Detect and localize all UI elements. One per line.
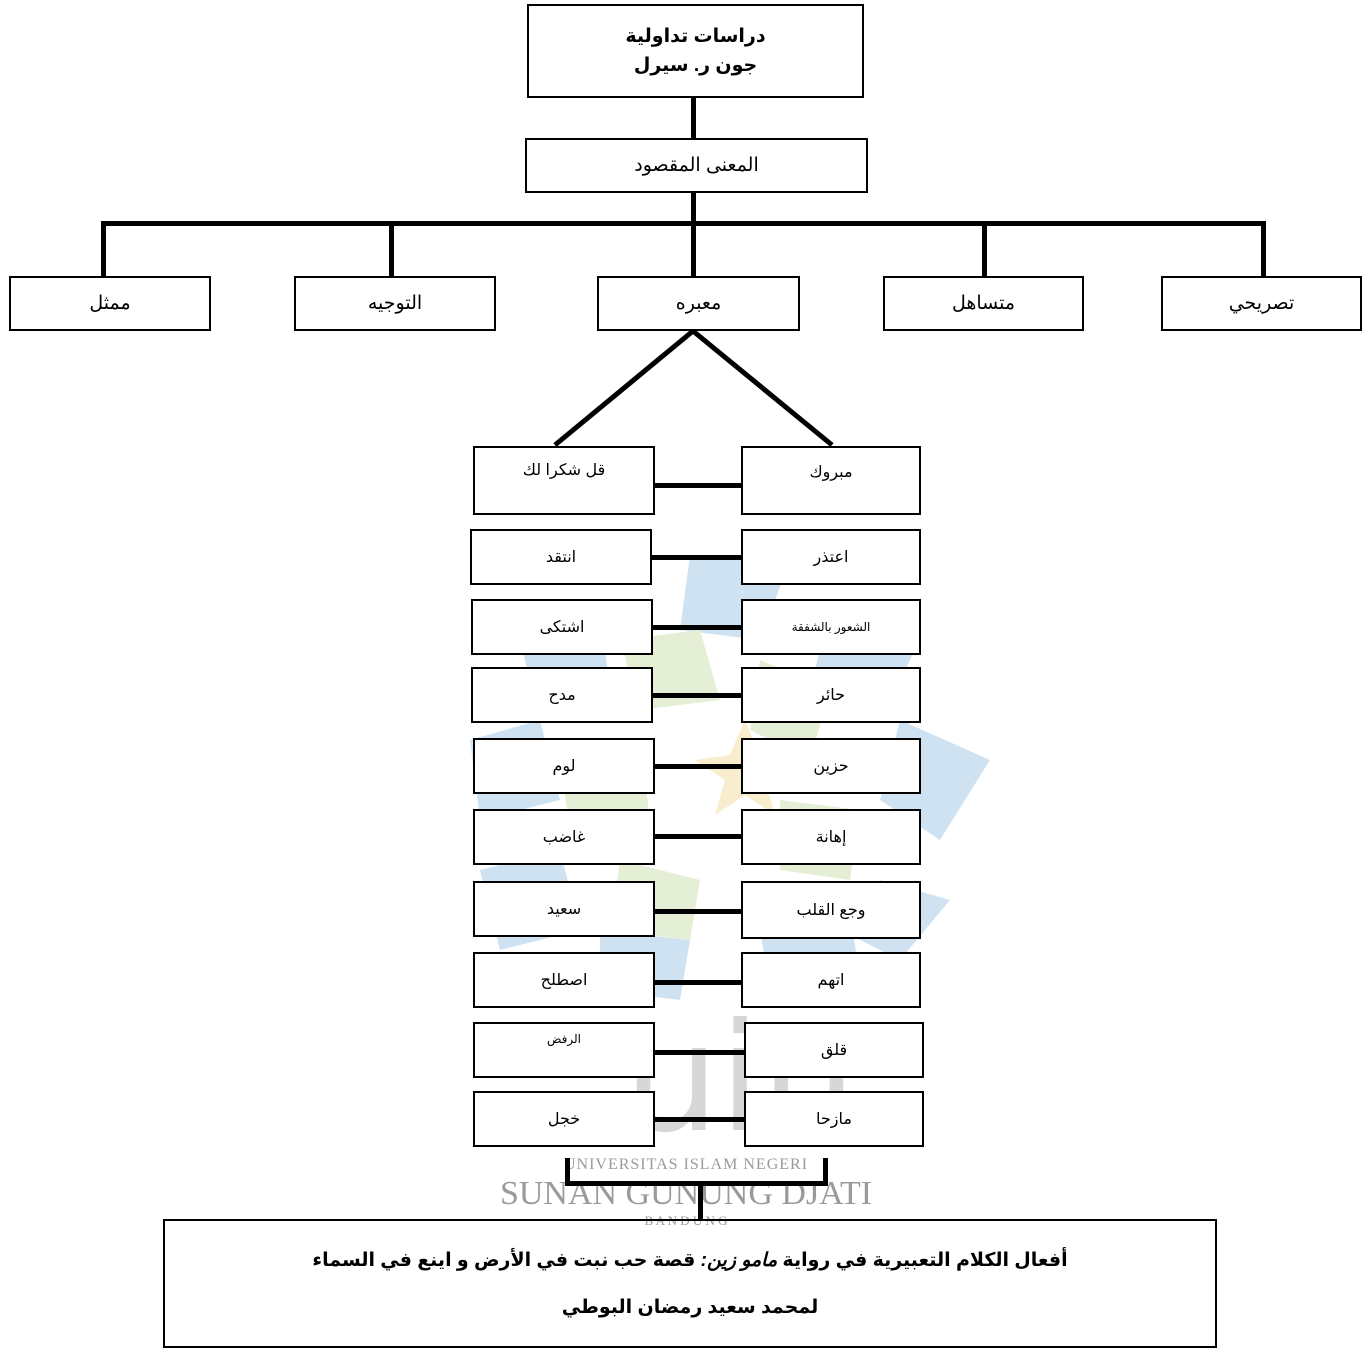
item-label: الرفض xyxy=(546,1032,582,1046)
thesis-title-after: قصة حب نبت في الأرض و اينع في السماء xyxy=(312,1249,701,1271)
root-author: جون ر. سيرل xyxy=(633,55,758,76)
expressive-item-right: مازحا xyxy=(744,1091,924,1147)
item-label: انتقد xyxy=(545,549,577,566)
expressive-item-right: إهانة xyxy=(741,809,921,865)
connector-drop-tasrihi xyxy=(1261,221,1266,276)
connector-drop-mumaththil xyxy=(101,221,106,276)
connector-drop-mutasahil xyxy=(982,221,987,276)
expressive-item-right: قلق xyxy=(744,1022,924,1078)
expressive-item-left: اصطلح xyxy=(473,952,655,1008)
bottom-title-box: أفعال الكلام التعبيرية في رواية مامو زين… xyxy=(163,1219,1217,1348)
expressive-item-right: وجع القلب xyxy=(741,881,921,939)
pair-connector xyxy=(652,909,744,914)
bracket-horizontal xyxy=(565,1181,828,1186)
category-label: تصريحي xyxy=(1228,293,1295,314)
item-label: حائر xyxy=(816,687,846,704)
expressive-item-right: اعتذر xyxy=(741,529,921,585)
expressive-item-left: سعيد xyxy=(473,881,655,937)
item-label: الشعور بالشفقة xyxy=(791,620,871,634)
item-label: اصطلح xyxy=(540,972,588,989)
connector-meaning-bus xyxy=(691,192,696,224)
item-label: وجع القلب xyxy=(796,902,866,919)
connector-drop-muabbir xyxy=(691,221,696,276)
category-mumaththil: ممثل xyxy=(9,276,211,331)
item-label: لوم xyxy=(552,758,576,775)
bracket-left-vertical xyxy=(565,1158,570,1186)
pair-connector xyxy=(652,555,744,560)
item-label: اعتذر xyxy=(813,549,849,566)
meaning-label: المعنى المقصود xyxy=(634,155,759,176)
pair-connector xyxy=(652,980,744,985)
novel-title: مامو زين: xyxy=(700,1249,778,1271)
item-label: إهانة xyxy=(815,829,847,846)
category-label: متساهل xyxy=(951,293,1016,314)
expressive-item-right: مبروك xyxy=(741,446,921,515)
item-label: غاضب xyxy=(542,829,586,846)
item-label: اتهم xyxy=(817,972,845,989)
expressive-item-right: اتهم xyxy=(741,952,921,1008)
watermark-university-label: UNIVERSITAS ISLAM NEGERI xyxy=(563,1156,809,1173)
expressive-item-left: لوم xyxy=(473,738,655,794)
category-tasrihi: تصريحي xyxy=(1161,276,1362,331)
category-label: معبره xyxy=(675,293,722,314)
bracket-stem xyxy=(698,1181,703,1219)
category-mutasahil: متساهل xyxy=(883,276,1084,331)
category-tawjih: التوجيه xyxy=(294,276,496,331)
expressive-item-left: خجل xyxy=(473,1091,655,1147)
root-box: دراسات تداولية جون ر. سيرل xyxy=(527,4,864,98)
connector-horizontal-bus xyxy=(101,221,1266,226)
branch-left-line xyxy=(553,329,695,447)
root-title: دراسات تداولية xyxy=(625,26,766,47)
expressive-item-right: حزين xyxy=(741,738,921,794)
category-label: ممثل xyxy=(89,293,131,314)
expressive-item-left: الرفض xyxy=(473,1022,655,1078)
item-label: قل شكرا لك xyxy=(522,462,606,479)
category-label: التوجيه xyxy=(367,293,423,314)
thesis-author-line: لمحمد سعيد رمضان البوطي xyxy=(561,1296,819,1318)
item-label: اشتكى xyxy=(539,619,585,636)
item-label: مدح xyxy=(548,687,576,704)
expressive-item-left: انتقد xyxy=(470,529,652,585)
bracket-right-vertical xyxy=(823,1158,828,1186)
item-label: خجل xyxy=(547,1111,581,1128)
branch-right-line xyxy=(691,329,834,447)
item-label: سعيد xyxy=(546,901,582,918)
expressive-item-left: مدح xyxy=(471,667,653,723)
pair-connector xyxy=(652,625,744,630)
pair-connector xyxy=(652,834,744,839)
expressive-item-left: قل شكرا لك xyxy=(473,446,655,515)
expressive-item-left: اشتكى xyxy=(471,599,653,655)
item-label: قلق xyxy=(820,1042,848,1059)
meaning-box: المعنى المقصود xyxy=(525,138,868,193)
pair-connector xyxy=(652,483,744,488)
thesis-title-line: أفعال الكلام التعبيرية في رواية مامو زين… xyxy=(312,1249,1067,1272)
thesis-title-before: أفعال الكلام التعبيرية في رواية xyxy=(777,1249,1068,1271)
item-label: حزين xyxy=(813,758,849,775)
pair-connector xyxy=(652,764,744,769)
expressive-item-left: غاضب xyxy=(473,809,655,865)
pair-connector xyxy=(652,1050,744,1055)
pair-connector xyxy=(652,693,744,698)
item-label: مازحا xyxy=(816,1111,852,1128)
expressive-item-right: الشعور بالشفقة xyxy=(741,599,921,655)
connector-drop-tawjih xyxy=(389,221,394,276)
expressive-item-right: حائر xyxy=(741,667,921,723)
category-muabbir: معبره xyxy=(597,276,800,331)
connector-root-meaning xyxy=(691,98,696,138)
pair-connector xyxy=(652,1117,744,1122)
item-label: مبروك xyxy=(809,464,853,481)
